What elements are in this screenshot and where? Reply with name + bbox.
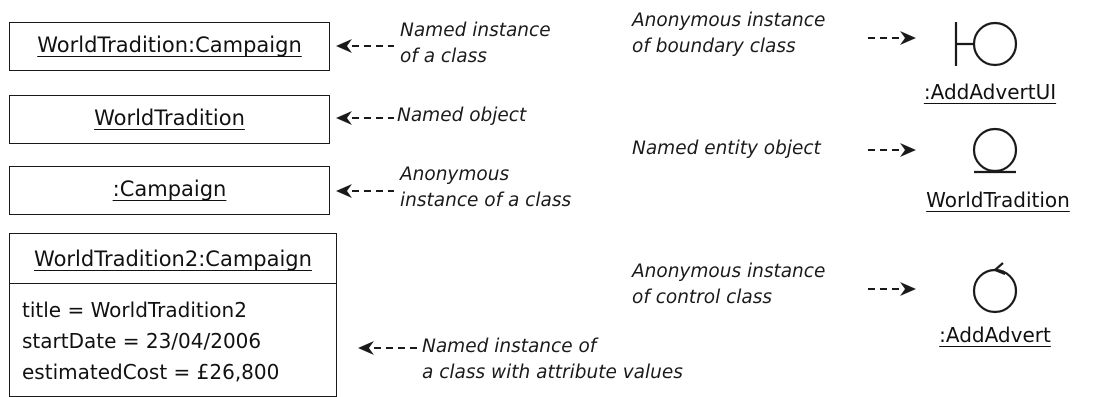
arrow-to-control [868, 282, 916, 296]
named-object-note: Named object [397, 105, 527, 126]
boundary-note: Anonymous instance of boundary class [632, 10, 826, 57]
attributed-instance-box: WorldTradition2:Campaign title = WorldTr… [9, 233, 337, 397]
anonymous-instance-box: :Campaign [9, 166, 330, 215]
attribute-title: title = WorldTradition2 [22, 298, 247, 322]
named-instance-note: Named instance of a class [400, 20, 551, 67]
arrow-to-entity [868, 143, 916, 157]
attributed-instance-note: Named instance of a class with attribute… [422, 336, 683, 383]
entity-label: WorldTradition [926, 188, 1070, 212]
attribute-start-date: startDate = 23/04/2006 [22, 329, 262, 353]
entity-note: Named entity object [632, 138, 821, 159]
named-instance-box: WorldTradition:Campaign [9, 22, 330, 71]
arrow-to-anonymous-instance [336, 184, 394, 198]
control-label: :AddAdvert [939, 323, 1051, 347]
attribute-estimated-cost: estimatedCost = £26,800 [22, 360, 280, 384]
anonymous-instance-label: :Campaign [112, 177, 227, 201]
arrow-to-boundary [868, 31, 916, 45]
anonymous-instance-note: Anonymous instance of a class [400, 164, 572, 211]
named-object-box: WorldTradition [9, 95, 330, 144]
attributed-instance-label: WorldTradition2:Campaign [34, 247, 312, 271]
control-note: Anonymous instance of control class [632, 261, 826, 308]
control-icon [972, 262, 1018, 314]
arrow-to-named-object [336, 111, 394, 125]
boundary-icon [954, 21, 1018, 67]
arrow-to-attributed-instance [358, 341, 418, 355]
arrow-to-named-instance [336, 39, 394, 53]
entity-icon [972, 127, 1018, 174]
boundary-label: :AddAdvertUI [923, 80, 1057, 104]
named-object-label: WorldTradition [94, 106, 245, 130]
named-instance-label: WorldTradition:Campaign [37, 33, 302, 57]
